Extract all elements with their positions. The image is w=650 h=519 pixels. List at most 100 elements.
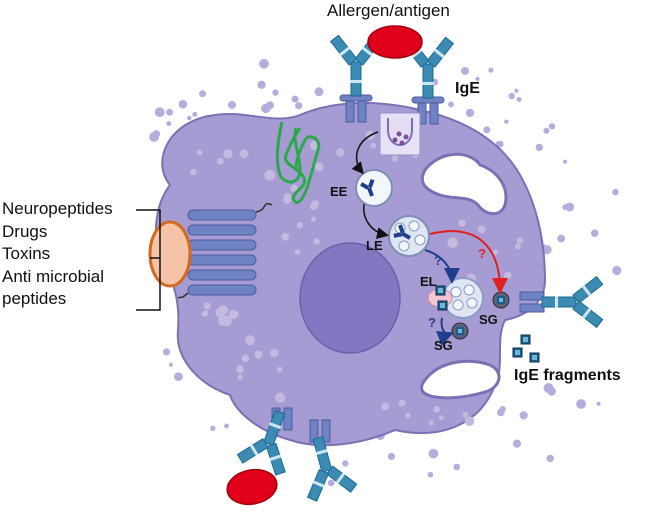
granule-dot [516,237,524,244]
granule-dot [257,80,266,89]
ligand [148,220,192,288]
granule-dot [245,335,255,346]
arrow-ee-to-le [363,203,389,239]
granule-dot [272,89,279,96]
granule-dot [314,87,324,97]
label-ige: IgE [455,80,480,97]
granule-dot [495,141,500,146]
granule-dot [381,402,390,411]
granule-dot [547,386,556,396]
question-mark-blue-2: ? [428,315,436,330]
ige-antibody-right [541,275,604,329]
granule-dot [391,155,399,162]
granule-dot [519,411,528,420]
granule-dot [477,225,486,234]
granule-dot [546,454,554,463]
granule-dot [557,234,566,243]
granule-dot [342,460,349,467]
granule-dot [548,123,556,130]
granule-dot [174,372,183,381]
vacuole-bottom [420,359,501,400]
arrow-el-to-sg [435,317,454,346]
allergen-top [367,25,423,59]
granule-dot [612,265,622,276]
granule-dot [508,92,515,100]
granule-dot [562,159,568,164]
granule-dot [453,463,461,471]
arrow-le-to-el [424,249,460,284]
question-mark-red: ? [478,246,486,261]
granule-dot [576,399,586,409]
granule-dot [483,126,491,134]
arrow-endocytosis [351,131,379,175]
granule-dot [504,271,512,280]
granule-dot [162,348,171,356]
granule-dot [504,119,509,124]
granule-dot [202,310,209,316]
granule-dot [515,243,521,250]
granule-dot [192,111,198,117]
granule-dot [462,412,469,418]
vacuole-top [420,152,508,216]
granule-dot [596,401,601,406]
granule-dot [203,302,211,310]
granule-dot [223,149,233,159]
granule-dot [488,67,494,73]
granule-dot [458,219,466,227]
nucleus [299,242,401,354]
granule-dot [314,162,324,172]
granule-dot [313,238,320,245]
granule-dot [612,188,619,196]
granule-dot [295,102,303,110]
granule-dot [428,448,439,459]
granule-dot [475,76,480,81]
granule-dot [275,392,286,403]
granule-dot [497,408,505,417]
granule-dot [290,184,298,192]
granule-dot [398,399,406,407]
granule-dot [216,157,224,165]
granule-dot [196,149,203,156]
granule-dot [264,169,275,181]
fc-receptor-top-left [339,94,373,123]
label-le: LE [366,238,383,253]
fc-receptor-right [519,291,545,313]
granule-dot [465,108,475,118]
fc-receptor-top-right [411,96,445,125]
granule-dot [237,374,243,381]
granule-dot [387,452,396,460]
label-sg-bottom: SG [434,338,453,353]
ige-fragments-group [512,334,540,363]
granule-dot [218,305,228,315]
granule-dot [327,479,335,487]
granule-dot [448,101,454,108]
granule-dot [254,350,263,359]
allergen-bottom [226,468,278,506]
granule-dot [294,249,301,255]
granule-dot [228,309,239,319]
granule-dot [514,88,519,93]
granule-dot [535,143,543,152]
granule-dot [370,142,377,149]
label-ee: EE [330,184,348,199]
granule-dot [168,362,173,367]
granule-dot [512,439,522,448]
granule-dot [428,420,434,426]
mrgprx2-receptor [177,202,273,299]
granule-dot [241,354,250,363]
arrow-le-to-sg [429,230,508,294]
granule-dot [228,100,236,109]
granule-dot [310,216,317,222]
granule-dot [562,204,568,210]
label-ige-fragments: IgE fragments [514,367,621,384]
ligand-bracket [136,209,161,311]
granule-dot [291,95,299,103]
granule-dot [283,196,291,204]
granule-dot [269,348,279,358]
granule-dot [447,237,459,248]
ligand-item: Neuropeptides [2,199,113,218]
granule-dot [464,416,475,427]
granule-dot [239,149,249,159]
cytoplasmic-granules [189,130,524,427]
granule-dot [311,200,320,208]
